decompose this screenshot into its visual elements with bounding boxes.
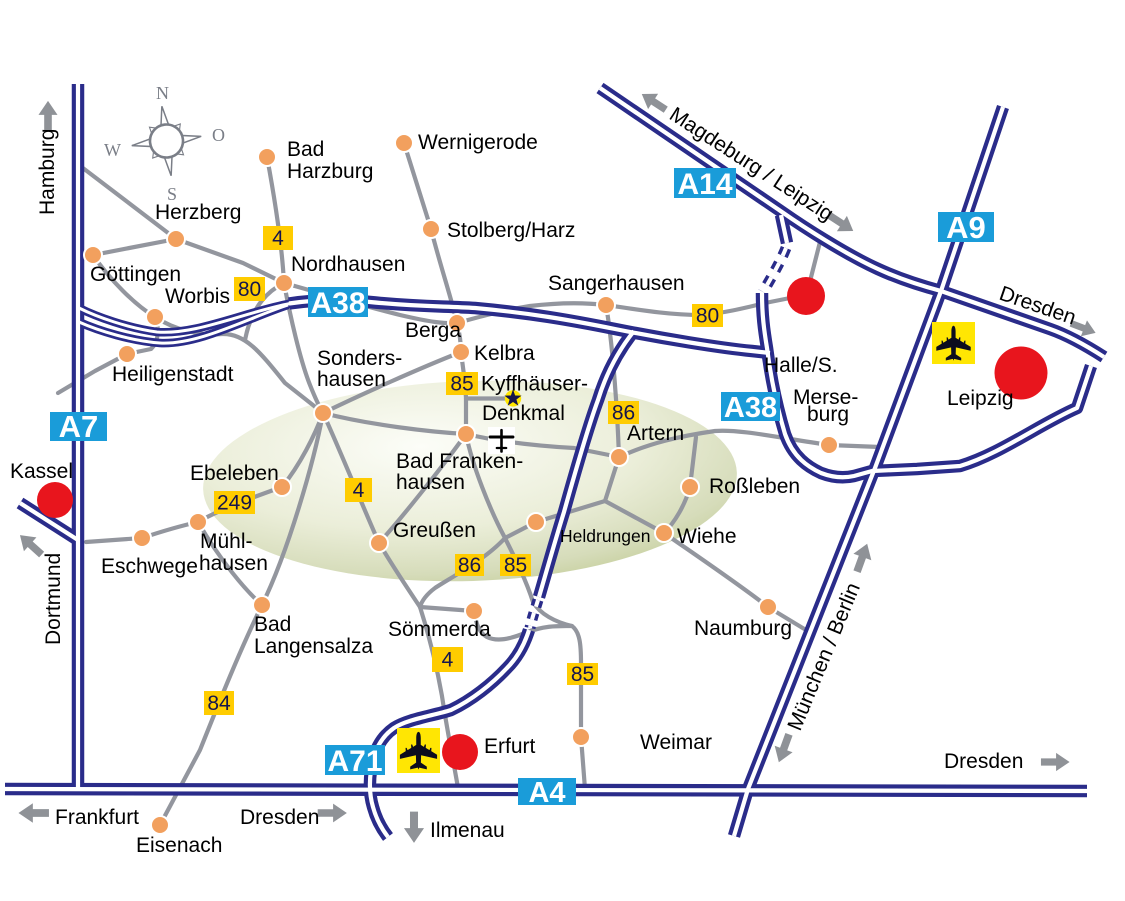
svg-text:N: N	[156, 83, 169, 103]
svg-text:80: 80	[696, 305, 719, 328]
svg-text:hausen: hausen	[199, 552, 268, 575]
svg-text:Weimar: Weimar	[640, 731, 712, 754]
svg-text:Nordhausen: Nordhausen	[291, 253, 405, 276]
svg-text:Ebeleben: Ebeleben	[190, 462, 279, 485]
svg-text:A38: A38	[310, 287, 365, 320]
svg-text:Sömmerda: Sömmerda	[388, 618, 491, 641]
svg-text:A71: A71	[327, 745, 382, 778]
svg-text:Eschwege: Eschwege	[101, 555, 198, 578]
svg-text:Magdeburg / Leipzig: Magdeburg / Leipzig	[665, 103, 837, 226]
svg-text:249: 249	[217, 492, 252, 515]
svg-text:W: W	[104, 140, 121, 160]
svg-text:Langensalza: Langensalza	[254, 635, 373, 658]
svg-text:Bad Franken-: Bad Franken-	[396, 450, 523, 473]
svg-text:4: 4	[353, 479, 365, 502]
svg-text:86: 86	[458, 554, 481, 577]
svg-text:84: 84	[207, 692, 231, 715]
svg-text:Mühl-: Mühl-	[200, 530, 253, 553]
svg-text:O: O	[212, 125, 225, 145]
svg-text:4: 4	[272, 227, 284, 250]
svg-text:Kassel: Kassel	[10, 460, 73, 483]
svg-text:85: 85	[450, 373, 473, 396]
svg-text:hausen: hausen	[317, 368, 386, 391]
svg-text:Wiehe: Wiehe	[677, 525, 737, 548]
svg-text:4: 4	[442, 649, 454, 672]
svg-text:A38: A38	[724, 392, 777, 424]
svg-text:Stolberg/Harz: Stolberg/Harz	[447, 219, 575, 242]
svg-text:Bad: Bad	[254, 613, 291, 636]
svg-text:Göttingen: Göttingen	[90, 263, 181, 286]
svg-text:burg: burg	[807, 403, 849, 426]
svg-text:Wernigerode: Wernigerode	[418, 131, 538, 154]
svg-text:Bad: Bad	[287, 138, 324, 161]
svg-text:A7: A7	[59, 409, 99, 444]
svg-text:Heldrungen: Heldrungen	[560, 526, 650, 546]
svg-text:Artern: Artern	[627, 422, 684, 445]
svg-text:A9: A9	[946, 210, 986, 245]
svg-text:Denkmal: Denkmal	[482, 402, 565, 425]
svg-text:85: 85	[571, 663, 594, 686]
svg-text:A14: A14	[677, 168, 732, 201]
svg-text:86: 86	[612, 402, 635, 425]
svg-text:Halle/S.: Halle/S.	[764, 354, 838, 377]
svg-text:A4: A4	[528, 777, 565, 809]
svg-text:Sangerhausen: Sangerhausen	[548, 272, 685, 295]
svg-text:Kelbra: Kelbra	[474, 342, 535, 365]
svg-text:Dortmund: Dortmund	[42, 553, 65, 645]
svg-text:Dresden: Dresden	[944, 750, 1023, 773]
svg-text:Frankfurt: Frankfurt	[55, 806, 139, 829]
svg-text:Merse-: Merse-	[793, 386, 858, 409]
svg-text:Leipzig: Leipzig	[947, 387, 1014, 410]
svg-text:Sonders-: Sonders-	[317, 347, 402, 370]
svg-text:Harzburg: Harzburg	[287, 160, 373, 183]
svg-text:Heiligenstadt: Heiligenstadt	[112, 363, 234, 386]
svg-text:85: 85	[504, 554, 527, 577]
svg-text:Berga: Berga	[405, 319, 461, 342]
svg-text:Erfurt: Erfurt	[484, 735, 536, 758]
svg-text:hausen: hausen	[396, 471, 465, 494]
svg-text:Hamburg: Hamburg	[36, 129, 59, 215]
svg-text:Ilmenau: Ilmenau	[430, 819, 505, 842]
svg-text:Roßleben: Roßleben	[709, 475, 800, 498]
svg-text:Kyffhäuser-: Kyffhäuser-	[481, 373, 588, 396]
svg-text:Greußen: Greußen	[393, 519, 476, 542]
svg-text:S: S	[167, 184, 177, 204]
svg-text:Dresden: Dresden	[240, 806, 319, 829]
svg-text:Worbis: Worbis	[165, 285, 230, 308]
svg-text:80: 80	[238, 278, 261, 301]
svg-text:Eisenach: Eisenach	[136, 834, 222, 857]
svg-text:Herzberg: Herzberg	[155, 201, 241, 224]
svg-text:Naumburg: Naumburg	[694, 617, 792, 640]
